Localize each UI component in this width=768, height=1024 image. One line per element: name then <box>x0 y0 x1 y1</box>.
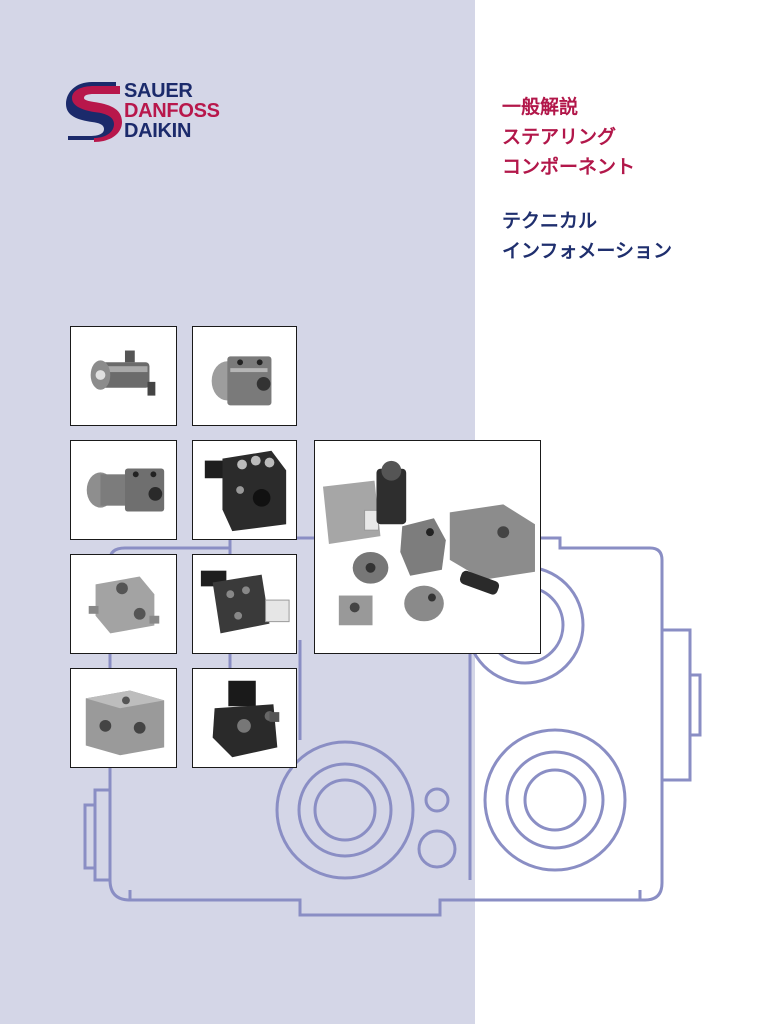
title-line-2: ステアリング <box>502 126 617 148</box>
logo-emblem-icon <box>66 82 122 142</box>
company-logo <box>66 82 122 142</box>
photo-steering-unit-black <box>192 440 297 540</box>
brand-line-danfoss: DANFOSS <box>124 100 220 122</box>
title-line-1: 一般解説 <box>502 96 579 118</box>
brand-line-daikin: DAIKIN <box>124 120 192 142</box>
photo-priority-valve <box>70 554 177 654</box>
photo-black-valve <box>192 668 297 768</box>
photo-steering-unit-with-ports <box>70 440 177 540</box>
subtitle-line-2: インフォメーション <box>502 240 673 262</box>
document-title: 一般解説 ステアリング コンポーネント テクニカル インフォメーション <box>502 92 672 266</box>
photo-steering-unit <box>192 326 297 426</box>
brand-line-sauer: SAUER <box>124 80 193 102</box>
photo-directional-valve-block <box>192 554 297 654</box>
photo-steering-unit-with-motor <box>70 326 177 426</box>
subtitle-line-1: テクニカル <box>502 210 598 232</box>
brand-name: SAUER DANFOSS DAIKIN <box>124 81 220 141</box>
photo-valve-block-grey <box>70 668 177 768</box>
title-line-3: コンポーネント <box>502 156 636 178</box>
photo-component-group <box>314 440 541 654</box>
